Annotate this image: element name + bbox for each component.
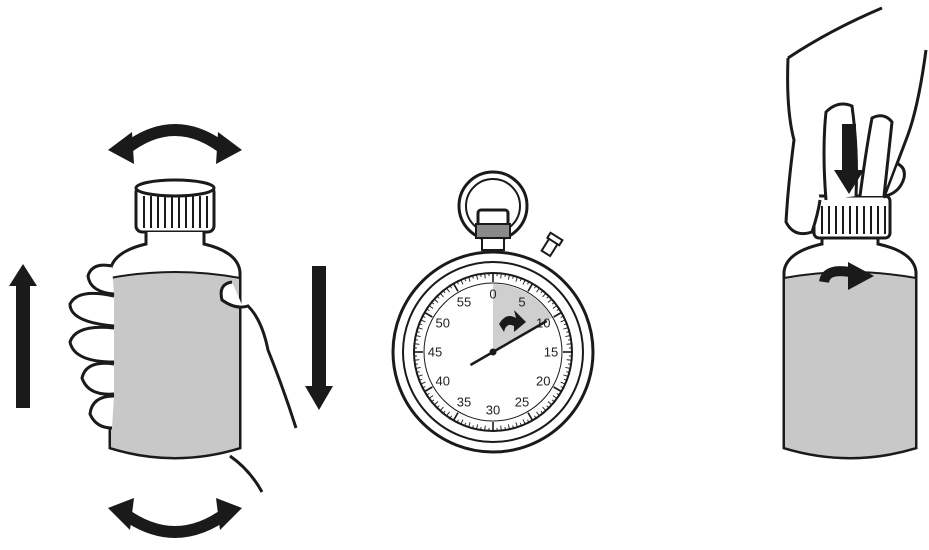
minor-tick	[567, 344, 572, 345]
panel-shake-bottle	[9, 130, 333, 532]
dial-number: 35	[457, 395, 471, 410]
dial-number: 50	[436, 316, 450, 331]
curved-arrow-icon	[108, 130, 242, 164]
stopwatch-icon: 0510152025303540455055	[393, 172, 593, 452]
arrow-down-icon	[305, 266, 333, 410]
dial-number: 25	[515, 395, 529, 410]
arrow-up-icon	[9, 264, 37, 408]
curved-arrow-icon	[108, 498, 242, 532]
dial-number: 5	[518, 294, 525, 309]
panel-press-and-twist-cap	[784, 8, 926, 458]
dial-number: 0	[489, 287, 496, 302]
dial-number: 30	[486, 403, 500, 418]
bottle-icon	[784, 196, 916, 458]
bottle-icon	[110, 180, 240, 458]
minor-tick	[414, 360, 419, 361]
minor-tick	[485, 273, 486, 278]
minor-tick	[485, 426, 486, 431]
minor-tick	[501, 273, 502, 278]
minor-tick	[501, 426, 502, 431]
dial-number: 20	[536, 374, 550, 389]
minor-tick	[567, 360, 572, 361]
minor-tick	[414, 344, 419, 345]
dial-number: 45	[428, 345, 442, 360]
dial-number: 55	[457, 294, 471, 309]
dial-number: 15	[544, 345, 558, 360]
dial-number: 40	[436, 374, 450, 389]
